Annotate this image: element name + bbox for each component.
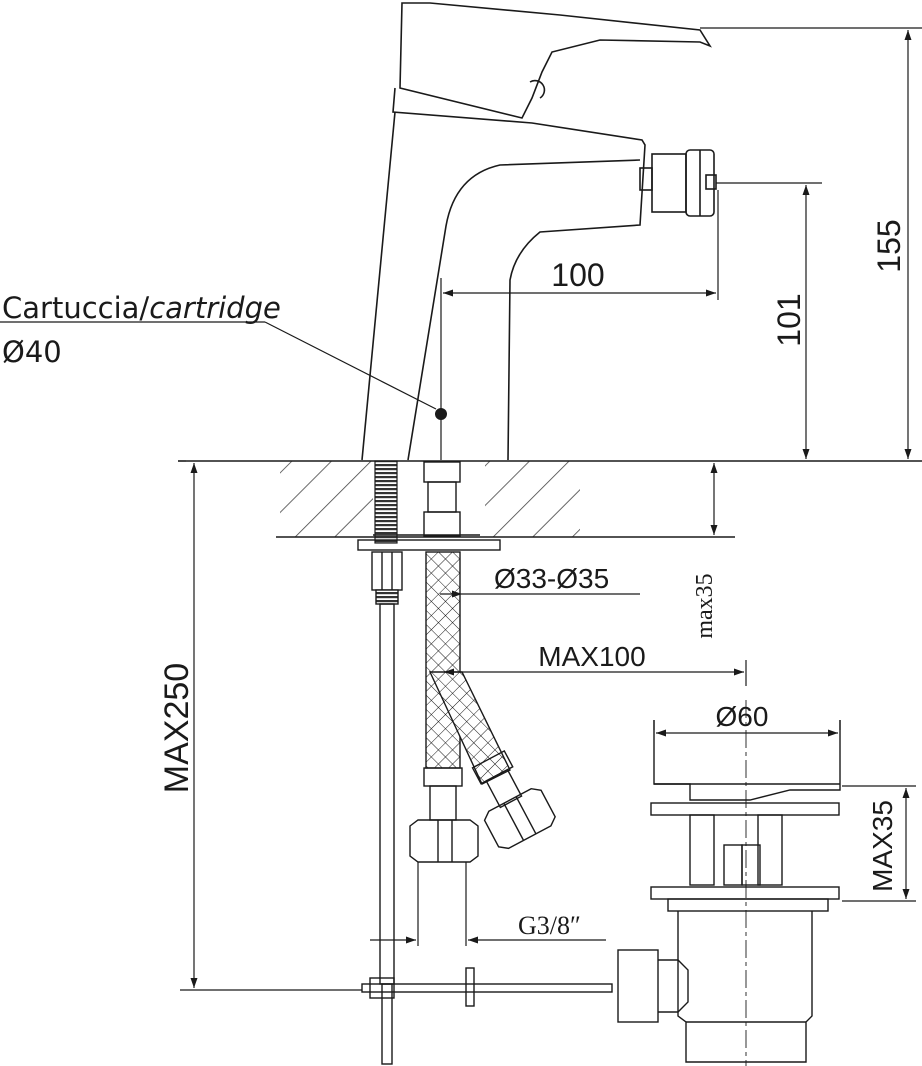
faucet-body <box>361 2 712 461</box>
svg-text:Cartuccia/cartridge: Cartuccia/cartridge <box>2 291 281 325</box>
dim-pipe-length: MAX250 <box>158 663 196 793</box>
hose-fitting-upper <box>423 461 461 537</box>
fixing-plate <box>357 534 501 551</box>
dim-hose-offset: MAX100 <box>538 641 645 672</box>
dim-reach: 100 <box>551 257 604 293</box>
spray-nozzle <box>639 149 717 217</box>
dim-spout-height: 101 <box>771 293 807 346</box>
dim-waste-diameter: Ø60 <box>716 701 769 732</box>
hose-fitting-lower <box>409 767 479 863</box>
dim-total-height: 155 <box>871 219 907 272</box>
cartridge-label: Cartuccia/ <box>2 291 149 325</box>
dim-hole-diameter: Ø33-Ø35 <box>494 563 609 594</box>
cartridge-diameter: Ø40 <box>2 335 62 369</box>
cartridge-axis <box>0 278 447 460</box>
countertop-section <box>178 460 922 538</box>
braided-hose-main <box>425 551 461 769</box>
threaded-rod <box>374 460 398 544</box>
dimension-lines <box>178 27 922 991</box>
callout-cartridge: Cartuccia/cartridge Ø40 <box>2 291 281 369</box>
hose-fitting-branch <box>471 749 556 850</box>
dim-connection-thread: G3/8″ <box>518 911 581 940</box>
pop-up-waste <box>617 720 841 1063</box>
waste-linkage <box>361 967 613 1007</box>
pull-rod-assembly <box>371 551 403 1065</box>
dim-waste-height: MAX35 <box>867 800 898 892</box>
cartridge-label-italic: cartridge <box>149 291 281 325</box>
dim-deck-thickness: max35 <box>692 573 718 638</box>
